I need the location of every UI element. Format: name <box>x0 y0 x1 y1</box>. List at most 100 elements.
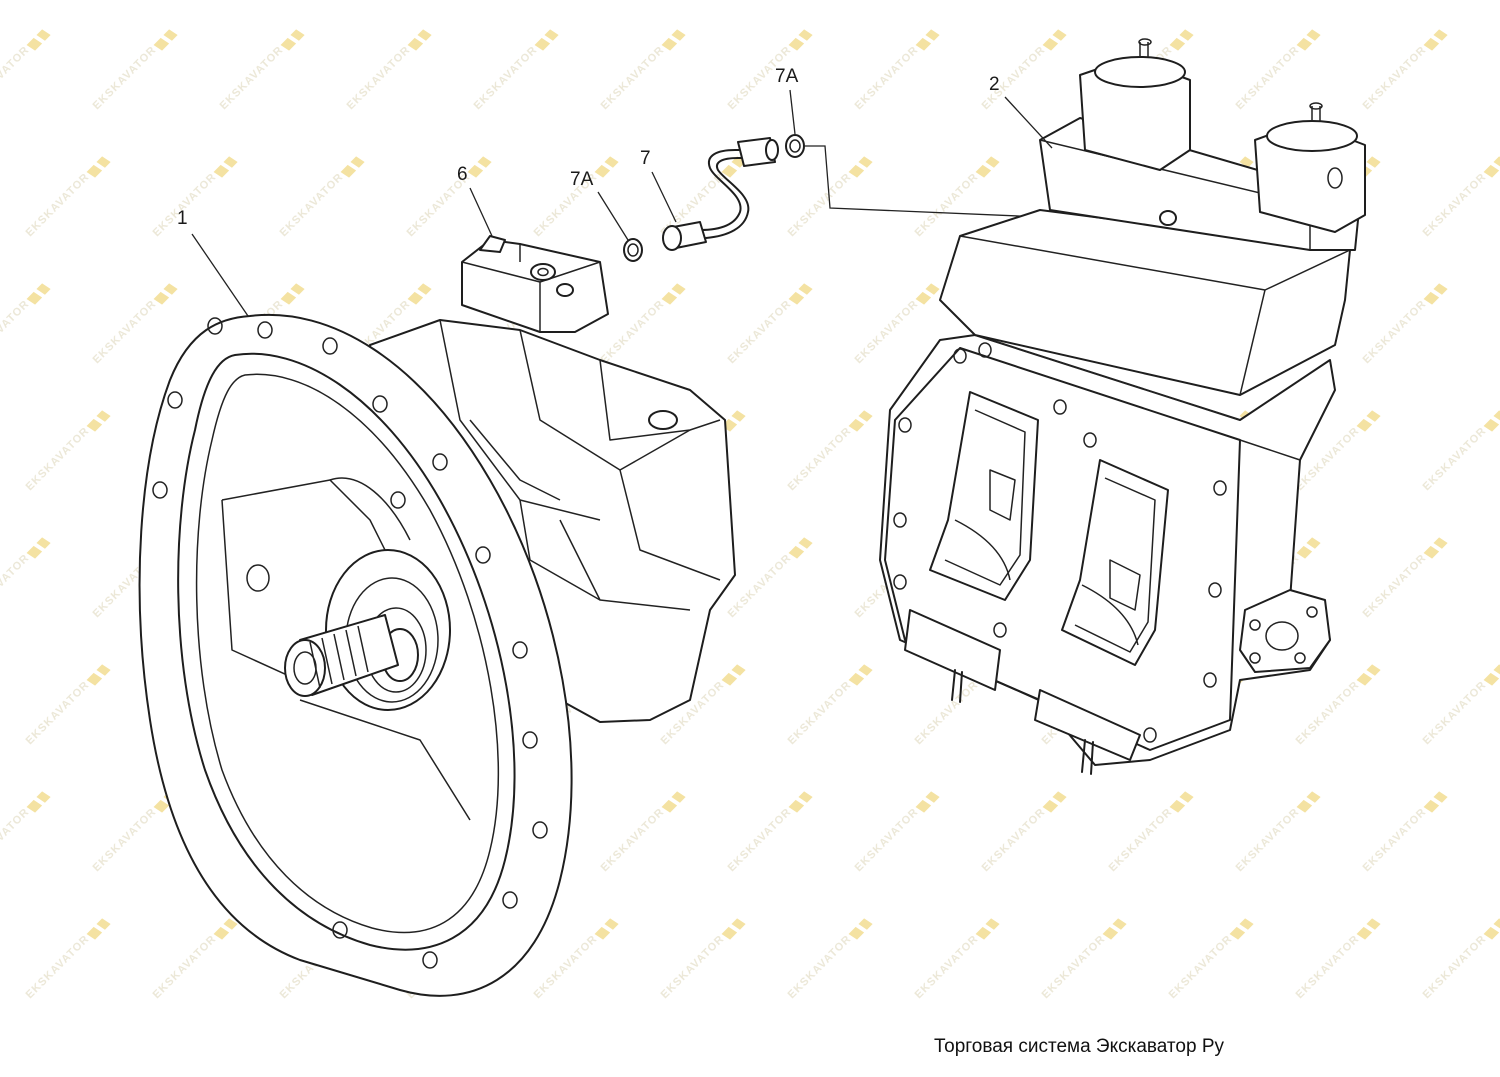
watermark-tile: EKSKAVATOR <box>726 283 813 366</box>
callout-label-1: 1 <box>177 208 188 229</box>
watermark-logo-mark <box>661 283 686 305</box>
watermark-text: EKSKAVATOR <box>0 552 32 620</box>
watermark-text: EKSKAVATOR <box>24 171 92 239</box>
watermark-text: EKSKAVATOR <box>786 171 854 239</box>
watermark-logo-mark <box>1423 29 1448 51</box>
callout-2: 2 <box>989 74 1053 149</box>
watermark-tile: EKSKAVATOR <box>472 29 559 112</box>
watermark-logo-mark <box>1423 283 1448 305</box>
watermark-logo-mark <box>594 918 619 940</box>
watermark-logo-mark <box>1169 29 1194 51</box>
watermark-logo-mark <box>26 791 51 813</box>
watermark-text: EKSKAVATOR <box>599 44 667 112</box>
watermark-text: EKSKAVATOR <box>1361 806 1429 874</box>
watermark-tile: EKSKAVATOR <box>24 918 111 1001</box>
watermark-tile: EKSKAVATOR <box>1361 791 1448 874</box>
watermark-logo-mark <box>1483 918 1500 940</box>
watermark-tile: EKSKAVATOR <box>786 664 873 747</box>
callout-label-7: 7 <box>640 148 651 169</box>
watermark-tile: EKSKAVATOR <box>0 283 51 366</box>
pipe-part-7 <box>662 137 779 251</box>
watermark-logo-mark <box>915 283 940 305</box>
watermark-text: EKSKAVATOR <box>1167 933 1235 1001</box>
watermark-tile: EKSKAVATOR <box>1421 918 1500 1001</box>
watermark-tile: EKSKAVATOR <box>786 918 873 1001</box>
watermark-logo-mark <box>340 156 365 178</box>
watermark-logo-mark <box>1356 664 1381 686</box>
watermark-text: EKSKAVATOR <box>913 679 981 747</box>
watermark-tile: EKSKAVATOR <box>24 664 111 747</box>
watermark-tile: EKSKAVATOR <box>980 29 1067 112</box>
watermark-logo-mark <box>280 29 305 51</box>
watermark-tile: EKSKAVATOR <box>599 29 686 112</box>
watermark-text: EKSKAVATOR <box>1107 806 1175 874</box>
o-ring-seal-7a-left <box>623 238 643 262</box>
watermark-text: EKSKAVATOR <box>278 171 346 239</box>
watermark-logo-mark <box>1229 918 1254 940</box>
watermark-text: EKSKAVATOR <box>786 679 854 747</box>
watermark-text: EKSKAVATOR <box>1361 44 1429 112</box>
watermark-text: EKSKAVATOR <box>0 298 32 366</box>
watermark-logo-mark <box>26 537 51 559</box>
callout-label-7a-top: 7A <box>775 66 799 87</box>
watermark-logo-mark <box>1483 410 1500 432</box>
watermark-tile: EKSKAVATOR <box>1040 918 1127 1001</box>
watermark-tile: EKSKAVATOR <box>24 410 111 493</box>
watermark-text: EKSKAVATOR <box>853 44 921 112</box>
watermark-tile: EKSKAVATOR <box>726 537 813 620</box>
callout-label-7a-left: 7A <box>570 169 594 190</box>
source-caption: Торговая система Экскаватор Ру <box>934 1036 1225 1057</box>
watermark-logo-mark <box>788 29 813 51</box>
watermark-text: EKSKAVATOR <box>24 425 92 493</box>
watermark-logo-mark <box>1296 29 1321 51</box>
watermark-text: EKSKAVATOR <box>1234 44 1302 112</box>
watermark-tile: EKSKAVATOR <box>913 918 1000 1001</box>
watermark-logo-mark <box>975 156 1000 178</box>
watermark-tile: EKSKAVATOR <box>853 29 940 112</box>
watermark-tile: EKSKAVATOR <box>151 918 238 1001</box>
watermark-text: EKSKAVATOR <box>853 298 921 366</box>
watermark-logo-mark <box>915 29 940 51</box>
watermark-tile: EKSKAVATOR <box>0 29 51 112</box>
watermark-tile: EKSKAVATOR <box>91 791 178 874</box>
watermark-logo-mark <box>153 29 178 51</box>
watermark-text: EKSKAVATOR <box>218 44 286 112</box>
watermark-logo-mark <box>848 156 873 178</box>
watermark-logo-mark <box>1042 29 1067 51</box>
solenoid-valve-part-6 <box>461 235 609 333</box>
watermark-tile: EKSKAVATOR <box>1107 791 1194 874</box>
watermark-text: EKSKAVATOR <box>726 298 794 366</box>
watermark-logo-mark <box>594 156 619 178</box>
watermark-logo-mark <box>1102 918 1127 940</box>
watermark-logo-mark <box>1356 918 1381 940</box>
watermark-text: EKSKAVATOR <box>1421 171 1489 239</box>
watermark-logo-mark <box>975 918 1000 940</box>
watermark-logo-mark <box>1296 537 1321 559</box>
watermark-tile: EKSKAVATOR <box>1421 410 1500 493</box>
watermark-logo-mark <box>86 664 111 686</box>
watermark-text: EKSKAVATOR <box>726 552 794 620</box>
watermark-text: EKSKAVATOR <box>345 44 413 112</box>
watermark-text: EKSKAVATOR <box>786 933 854 1001</box>
watermark-logo-mark <box>153 283 178 305</box>
watermark-tile: EKSKAVATOR <box>532 156 619 239</box>
watermark-text: EKSKAVATOR <box>1361 298 1429 366</box>
watermark-tile: EKSKAVATOR <box>1421 156 1500 239</box>
watermark-logo-mark <box>26 283 51 305</box>
watermark-tile: EKSKAVATOR <box>1361 29 1448 112</box>
watermark-tile: EKSKAVATOR <box>599 791 686 874</box>
watermark-tile: EKSKAVATOR <box>532 918 619 1001</box>
watermark-tile: EKSKAVATOR <box>278 156 365 239</box>
watermark-text: EKSKAVATOR <box>91 806 159 874</box>
watermark-tile: EKSKAVATOR <box>659 918 746 1001</box>
watermark-logo-mark <box>721 156 746 178</box>
watermark-logo-mark <box>213 156 238 178</box>
assembly-leader-line <box>805 145 1161 223</box>
watermark-text: EKSKAVATOR <box>91 298 159 366</box>
watermark-tile: EKSKAVATOR <box>726 29 813 112</box>
watermark-text: EKSKAVATOR <box>532 933 600 1001</box>
watermark-logo-mark <box>1169 791 1194 813</box>
watermark-logo-mark <box>534 29 559 51</box>
watermark-logo-mark <box>721 918 746 940</box>
